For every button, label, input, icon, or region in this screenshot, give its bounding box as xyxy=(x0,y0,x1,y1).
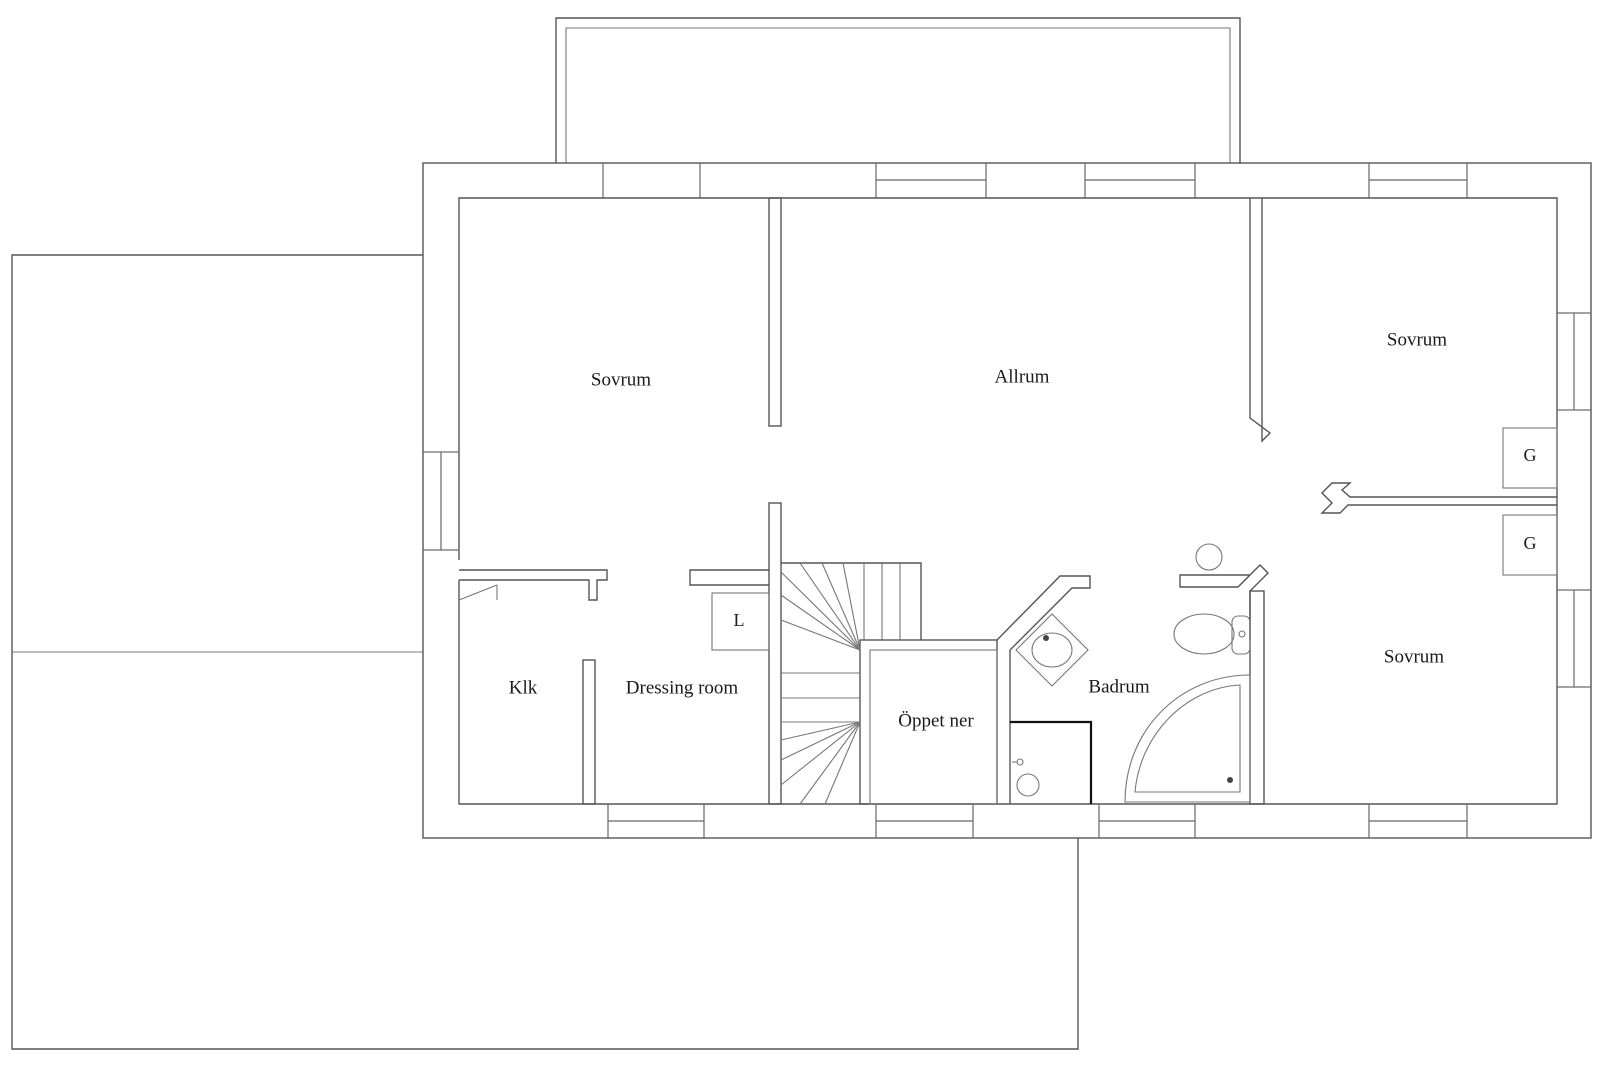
staircase xyxy=(780,562,861,805)
room-label-sovrum-west: Sovrum xyxy=(591,369,651,390)
shower xyxy=(1010,720,1093,804)
marker-wardrobe-lower: G xyxy=(1524,533,1537,553)
exterior-walls xyxy=(422,162,1592,839)
toilet xyxy=(1173,613,1251,655)
sink xyxy=(1015,613,1089,687)
marker-linen-closet: L xyxy=(734,610,745,630)
marker-wardrobe-upper: G xyxy=(1524,445,1537,465)
roof-outline xyxy=(11,254,1079,1050)
room-label-sovrum-northeast: Sovrum xyxy=(1387,329,1447,350)
windows xyxy=(422,162,1592,839)
round-object xyxy=(1195,543,1223,571)
room-label-oppet-ner: Öppet ner xyxy=(898,710,974,731)
corner-bathtub xyxy=(1124,674,1251,803)
interior-walls xyxy=(458,197,1558,805)
room-label-klk: Klk xyxy=(509,677,538,698)
balcony xyxy=(555,17,1241,163)
room-label-badrum: Badrum xyxy=(1088,676,1149,697)
room-label-dressing-room: Dressing room xyxy=(626,677,739,698)
room-label-sovrum-southeast: Sovrum xyxy=(1384,646,1444,667)
room-label-allrum: Allrum xyxy=(995,366,1050,387)
